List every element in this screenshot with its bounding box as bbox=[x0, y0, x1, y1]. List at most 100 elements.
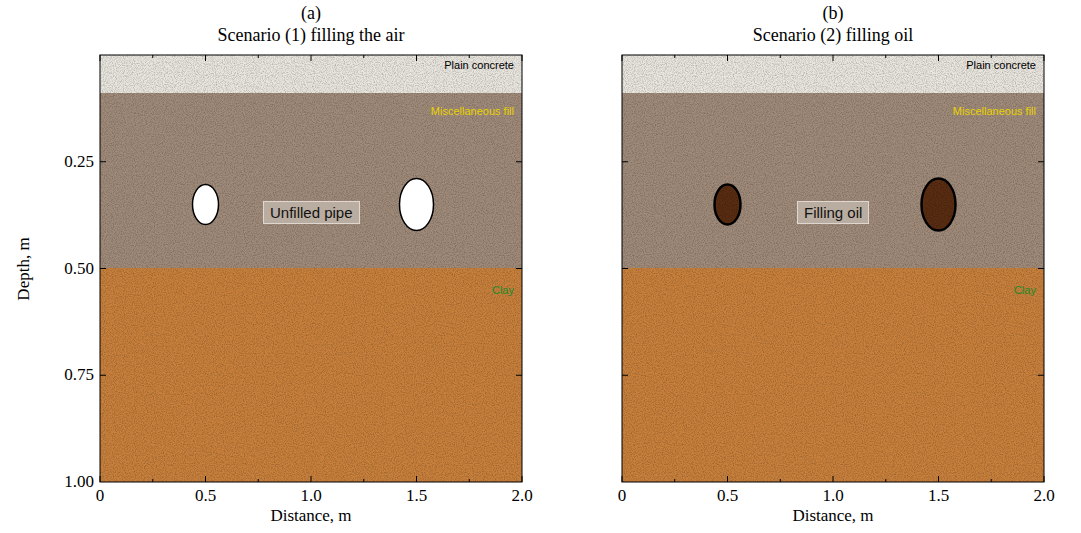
tick bbox=[516, 375, 522, 376]
tick bbox=[1044, 476, 1045, 482]
tick bbox=[991, 55, 992, 58]
pipe bbox=[922, 178, 956, 230]
axis-title: Depth, m bbox=[14, 237, 34, 300]
soil-texture bbox=[622, 55, 1044, 93]
tick bbox=[152, 479, 153, 482]
tick bbox=[258, 479, 259, 482]
layer-name: Miscellaneous fill bbox=[431, 105, 514, 117]
soil-band: Clay bbox=[622, 268, 1044, 482]
tick bbox=[833, 55, 834, 61]
pipe bbox=[400, 178, 434, 230]
tick-label: 2.0 bbox=[1033, 486, 1054, 506]
tick bbox=[205, 55, 206, 61]
tick bbox=[100, 268, 106, 269]
panel-title: Scenario (2) filling oil bbox=[622, 25, 1044, 46]
tick bbox=[363, 479, 364, 482]
pipe-label: Filling oil bbox=[797, 201, 869, 224]
soil-layer bbox=[622, 55, 1044, 93]
tick-label: 1.5 bbox=[406, 486, 427, 506]
pipe bbox=[193, 184, 219, 224]
soil-texture bbox=[100, 268, 522, 482]
tick bbox=[674, 479, 675, 482]
tick bbox=[469, 55, 470, 58]
tick bbox=[152, 55, 153, 58]
tick bbox=[622, 55, 623, 61]
tick bbox=[516, 268, 522, 269]
tick bbox=[522, 55, 523, 61]
tick-label: 0.50 bbox=[64, 259, 94, 279]
tick bbox=[938, 55, 939, 61]
tick bbox=[1044, 55, 1045, 61]
soil-band: Plain concrete bbox=[622, 55, 1044, 93]
tick bbox=[416, 55, 417, 61]
tick-label: 2.0 bbox=[511, 486, 532, 506]
tick bbox=[727, 476, 728, 482]
tick bbox=[416, 476, 417, 482]
tick-label: 1.5 bbox=[928, 486, 949, 506]
tick bbox=[674, 55, 675, 58]
tick bbox=[885, 479, 886, 482]
axes-frame bbox=[622, 55, 1044, 482]
tick-label: 0 bbox=[618, 486, 627, 506]
tick bbox=[100, 161, 106, 162]
tick-label: 0.5 bbox=[717, 486, 738, 506]
axis-title: Distance, m bbox=[792, 506, 873, 526]
tick bbox=[100, 375, 106, 376]
tick-label: 0.5 bbox=[195, 486, 216, 506]
soil-band: Miscellaneous fillFilling oil bbox=[622, 93, 1044, 268]
tick bbox=[885, 55, 886, 58]
tick bbox=[469, 479, 470, 482]
tick-label: 0.75 bbox=[64, 365, 94, 385]
soil-texture bbox=[622, 268, 1044, 482]
panel-letter: (a) bbox=[100, 3, 522, 24]
axes-frame bbox=[100, 55, 522, 482]
pipe-label: Unfilled pipe bbox=[263, 201, 360, 224]
layer-name: Miscellaneous fill bbox=[953, 105, 1036, 117]
tick bbox=[516, 161, 522, 162]
oil-texture bbox=[717, 186, 739, 222]
soil-band: Miscellaneous fillUnfilled pipe bbox=[100, 93, 522, 268]
soil-layer bbox=[100, 93, 522, 268]
tick bbox=[622, 268, 628, 269]
pipe bbox=[715, 184, 741, 224]
tick bbox=[727, 55, 728, 61]
tick bbox=[622, 476, 623, 482]
tick bbox=[622, 161, 628, 162]
tick bbox=[991, 479, 992, 482]
tick bbox=[938, 476, 939, 482]
soil-band: Clay bbox=[100, 268, 522, 482]
tick bbox=[363, 55, 364, 58]
layer-name: Plain concrete bbox=[966, 59, 1036, 71]
tick bbox=[311, 55, 312, 61]
tick bbox=[1038, 268, 1044, 269]
tick bbox=[780, 55, 781, 58]
tick-label: 1.0 bbox=[300, 486, 321, 506]
tick bbox=[100, 55, 101, 61]
soil-layer bbox=[622, 268, 1044, 482]
tick bbox=[311, 476, 312, 482]
tick bbox=[522, 476, 523, 482]
soil-layer bbox=[100, 268, 522, 482]
soil-texture bbox=[622, 93, 1044, 268]
layer-name: Plain concrete bbox=[444, 59, 514, 71]
tick-label: 1.00 bbox=[64, 472, 94, 492]
soil-layer bbox=[100, 55, 522, 93]
tick bbox=[205, 476, 206, 482]
axis-title: Distance, m bbox=[270, 506, 351, 526]
layer-name: Clay bbox=[492, 284, 514, 296]
tick bbox=[833, 476, 834, 482]
tick-label: 0.25 bbox=[64, 152, 94, 172]
tick bbox=[1038, 375, 1044, 376]
tick-label: 1.0 bbox=[822, 486, 843, 506]
tick bbox=[258, 55, 259, 58]
soil-texture bbox=[100, 55, 522, 93]
soil-layer bbox=[622, 93, 1044, 268]
tick bbox=[622, 375, 628, 376]
tick bbox=[1038, 161, 1044, 162]
panel-letter: (b) bbox=[622, 3, 1044, 24]
chart-panel: (b)Scenario (2) filling oilPlain concret… bbox=[622, 55, 1044, 482]
panel-title: Scenario (1) filling the air bbox=[100, 25, 522, 46]
tick-label: 0 bbox=[96, 486, 105, 506]
soil-texture bbox=[100, 93, 522, 268]
